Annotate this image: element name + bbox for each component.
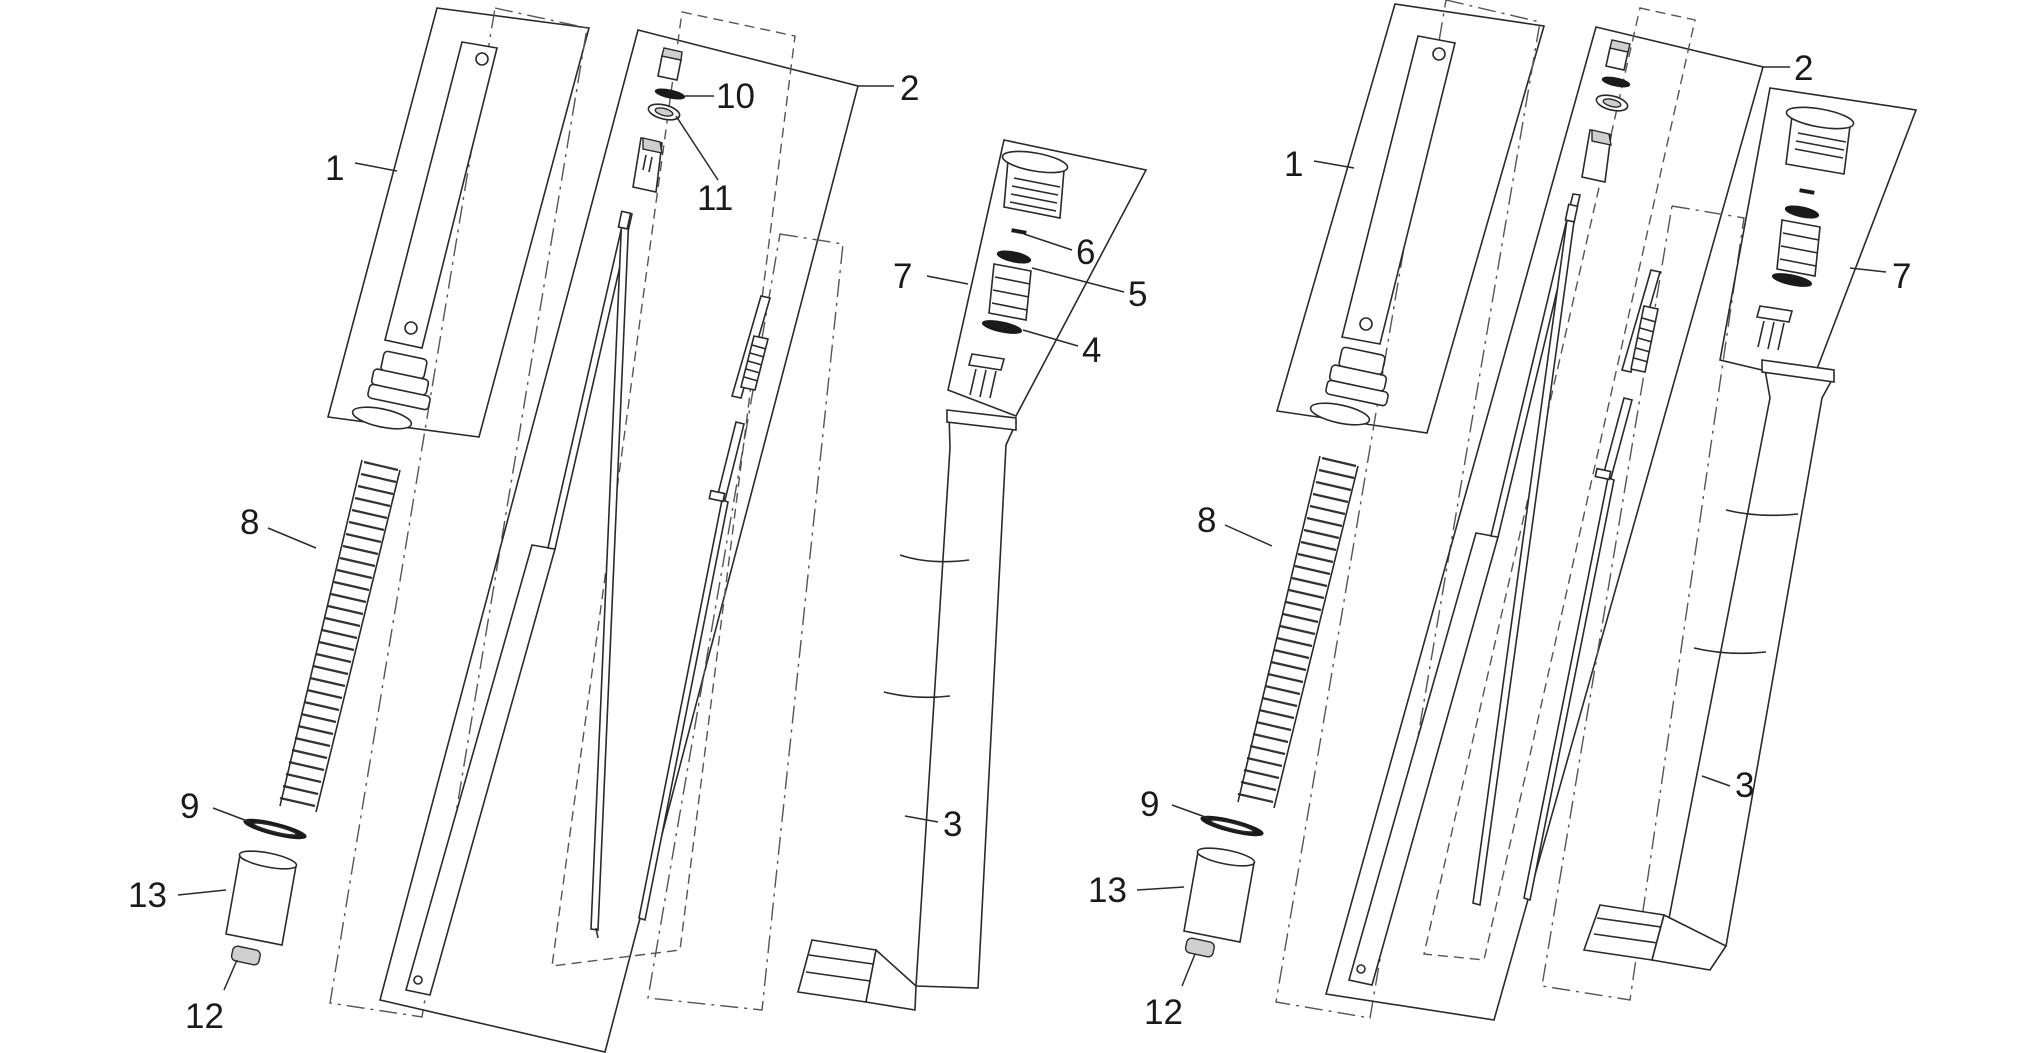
callout-7-right: 7: [1892, 257, 1911, 296]
o-ring-5: [996, 250, 1032, 264]
leader-9-left: [212, 807, 251, 823]
o-ring-4: [981, 320, 1023, 334]
left-fork-assembly: 1 2 3 4 5 6 7 8 9 10 11 12 13: [128, 7, 1148, 1053]
o-ring-6: [1011, 228, 1027, 235]
leader-4-left: [1022, 329, 1079, 347]
leader-8-right: [1224, 524, 1273, 547]
callout-13-left: 13: [128, 876, 167, 915]
group-1-frame: [326, 7, 591, 438]
leader-3-left: [904, 815, 939, 823]
adjuster-rod-right: [1472, 203, 1579, 907]
outer-slider-tube-right: [1582, 359, 1836, 971]
fork-tube-cap-plate: [384, 41, 498, 349]
leader-8-left: [267, 527, 317, 549]
group-2-frame-right: [1324, 26, 1764, 1021]
outer-tube-group-frame: [647, 233, 844, 1011]
callout-1-right: 1: [1284, 145, 1303, 184]
leader-6-left: [1023, 233, 1073, 251]
leader-3-right: [1701, 775, 1731, 787]
callout-13-right: 13: [1088, 871, 1127, 910]
group-2-frame: [379, 29, 859, 1053]
callout-8-left: 8: [240, 503, 259, 542]
group-7-frame: [947, 139, 1148, 418]
plate-hole-bottom: [404, 321, 418, 335]
cartridge-group-frame: [551, 11, 796, 967]
outer-tube-group-frame-right: [1541, 205, 1745, 1001]
damper-rod: [404, 212, 633, 996]
callout-12-right: 12: [1144, 993, 1183, 1032]
top-cap-threaded: [1001, 150, 1069, 219]
group-1-frame-right: [1275, 3, 1546, 434]
leader-7-left: [926, 275, 969, 285]
callout-3-right: 3: [1735, 766, 1754, 805]
callout-7-left: 7: [893, 257, 912, 296]
top-cap-threaded-right: [1785, 106, 1855, 175]
leader-1-left: [354, 162, 398, 172]
leader-13-left: [177, 889, 227, 896]
callout-12-left: 12: [185, 997, 224, 1036]
stepped-spacer-right: [1325, 346, 1389, 407]
leader-13-right: [1136, 886, 1185, 891]
fork-tube-cap-plate-right: [1341, 35, 1456, 345]
callout-9-right: 9: [1140, 785, 1159, 824]
adjuster-fitting: [632, 137, 663, 193]
leader-12-right: [1181, 953, 1196, 987]
cartridge-rod-right: [1523, 269, 1662, 902]
callout-2-left: 2: [900, 69, 919, 108]
outer-slider-tube: [796, 409, 1018, 1011]
leader-5-left: [1031, 267, 1125, 293]
leader-1-right: [1313, 160, 1355, 169]
leader-7-right: [1849, 267, 1887, 273]
fork-spring: [279, 459, 401, 813]
callout-8-right: 8: [1197, 501, 1216, 540]
cartridge-rod: [638, 295, 772, 922]
callout-3-left: 3: [943, 805, 962, 844]
adjuster-rod: [590, 210, 632, 939]
adjuster-fitting-right: [1581, 129, 1612, 183]
valve-base: [967, 353, 1006, 399]
spring-group-frame-right: [1275, 0, 1541, 1019]
stepped-spacer: [367, 350, 431, 411]
callout-11-left: 11: [697, 179, 733, 218]
leader-12-left: [223, 959, 238, 991]
callout-4-left: 4: [1082, 331, 1101, 370]
preload-spacer-tube: [225, 850, 298, 946]
preload-spacer-tube-right: [1183, 847, 1256, 943]
top-hex-nut-right: [1605, 39, 1631, 71]
o-ring-10: [654, 88, 686, 100]
bottom-cap: [230, 945, 261, 966]
callout-9-left: 9: [180, 787, 199, 826]
plate-hole-top: [475, 52, 489, 66]
callout-2-right: 2: [1794, 49, 1813, 88]
top-hex-nut: [657, 47, 683, 81]
cartridge-group-frame-right: [1423, 7, 1696, 961]
leader-11-left: [675, 115, 719, 181]
valve-base-right: [1755, 305, 1794, 351]
callout-6-left: 6: [1076, 233, 1095, 272]
callout-5-left: 5: [1128, 275, 1147, 314]
fork-spring-right: [1237, 455, 1359, 809]
right-fork-assembly: 1 2 3 7 8 9 12 13: [1088, 0, 1918, 1032]
lock-washer-11: [647, 103, 681, 121]
compression-valve-right: [1776, 219, 1821, 277]
compression-valve: [988, 263, 1032, 321]
spacer-washer: [351, 406, 413, 430]
damper-rod-right: [1347, 193, 1581, 986]
spacer-washer-right: [1309, 402, 1371, 426]
bottom-cap-right: [1184, 937, 1215, 958]
callout-1-left: 1: [325, 149, 344, 188]
callout-10-left: 10: [716, 77, 755, 116]
spring-group-frame: [329, 7, 588, 1018]
leader-9-right: [1171, 804, 1209, 819]
